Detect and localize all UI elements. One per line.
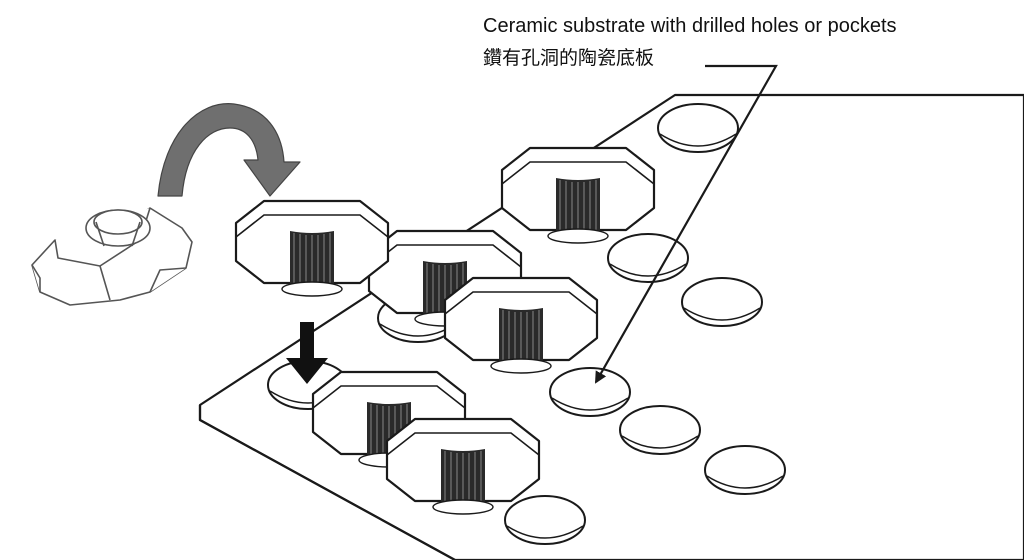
- inductor-component-falling: [234, 199, 390, 298]
- rotate-flip-arrow-icon: [157, 103, 301, 197]
- hole: [504, 495, 586, 545]
- callout-leader-arrow: [595, 64, 778, 384]
- hole: [704, 445, 786, 495]
- callout-english-label: Ceramic substrate with drilled holes or …: [483, 15, 897, 37]
- hole: [619, 405, 701, 455]
- callout-chinese-label: 鑽有孔洞的陶瓷底板: [483, 47, 655, 69]
- single-component-outline: [31, 207, 193, 306]
- hole: [657, 103, 739, 153]
- hole: [681, 277, 763, 327]
- place-down-arrow-icon: [286, 322, 328, 384]
- hole: [549, 367, 631, 417]
